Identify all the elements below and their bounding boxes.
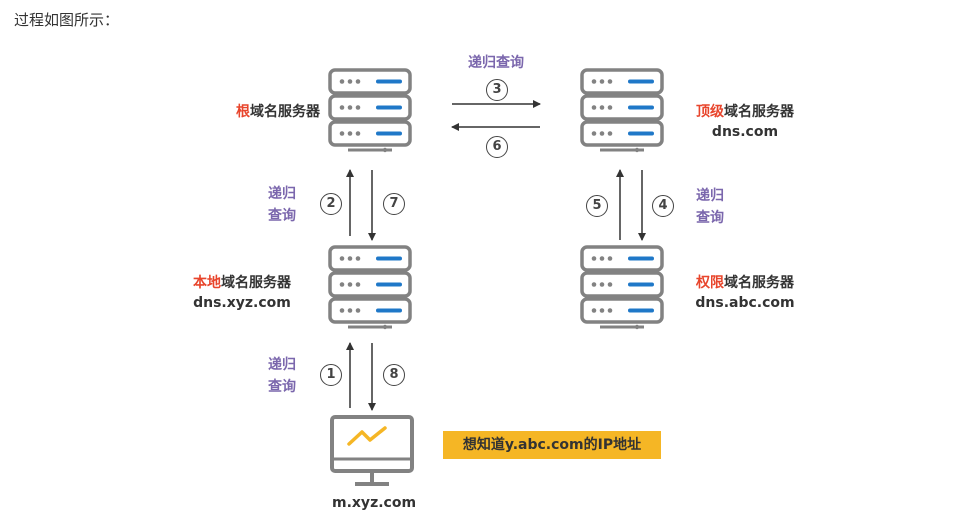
local-server-domain: dns.xyz.com <box>193 295 291 311</box>
recursive-query-label-top: 递归查询 <box>468 55 524 71</box>
step-5-badge: 5 <box>586 195 608 217</box>
top-level-server-domain: dns.com <box>711 124 779 140</box>
local-server-icon <box>328 245 412 331</box>
client-computer-icon <box>330 415 414 486</box>
step-3-badge: 3 <box>486 79 508 101</box>
top-level-server-icon <box>580 68 664 154</box>
step-1-badge: 1 <box>320 364 342 386</box>
page-heading: 过程如图所示： <box>14 11 120 29</box>
goal-banner: 想知道y.abc.com的IP地址 <box>443 431 661 459</box>
top-level-server-label: 顶级域名服务器 dns.com <box>675 102 815 142</box>
client-domain-label: m.xyz.com <box>332 495 417 511</box>
step-8-badge: 8 <box>383 364 405 386</box>
recursive-query-label-root-local: 递归查询 <box>268 186 296 224</box>
authoritative-server-domain: dns.abc.com <box>695 295 795 311</box>
step-6-badge: 6 <box>486 136 508 158</box>
recursive-query-label-local-client: 递归查询 <box>268 357 296 395</box>
authoritative-server-label: 权限域名服务器 dns.abc.com <box>675 273 815 313</box>
authoritative-server-icon <box>580 245 664 331</box>
recursive-query-label-top-auth: 递归查询 <box>696 188 724 226</box>
step-4-badge: 4 <box>652 195 674 217</box>
root-server-icon <box>328 68 412 154</box>
local-server-label: 本地域名服务器 dns.xyz.com <box>172 273 312 313</box>
step-7-badge: 7 <box>383 193 405 215</box>
root-server-label: 根域名服务器 <box>236 104 320 120</box>
step-2-badge: 2 <box>320 193 342 215</box>
